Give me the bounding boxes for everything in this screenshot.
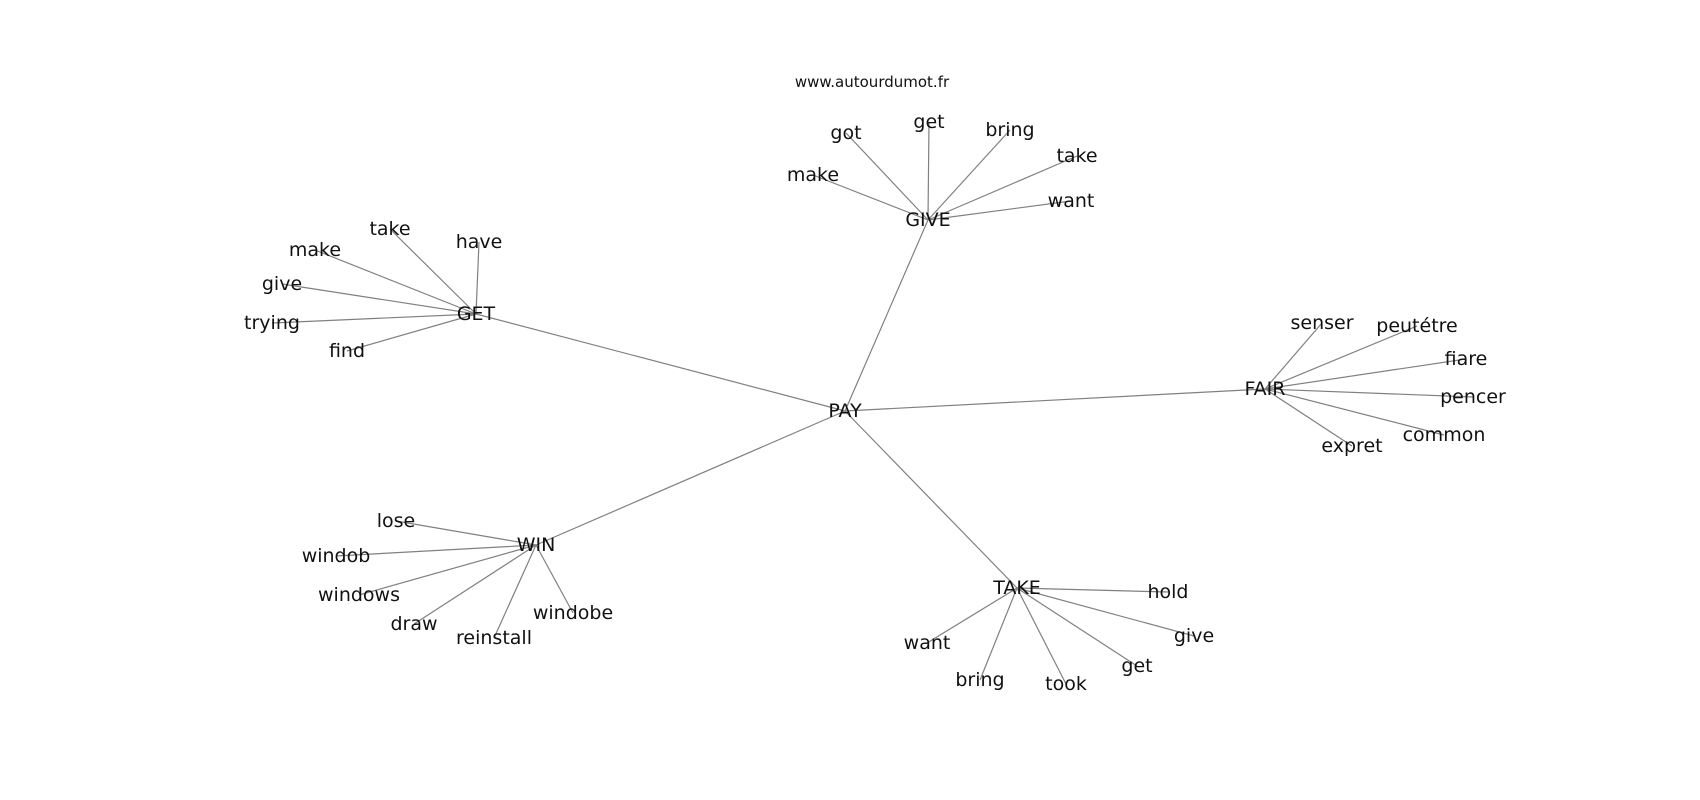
leaf-node-label-win-5: windobe — [533, 602, 613, 624]
leaf-node-label-get-5: find — [329, 340, 365, 362]
edge-win-1 — [335, 544, 537, 557]
leaf-node-label-give-4: take — [1056, 145, 1097, 167]
leaf-node-label-fair-4: common — [1403, 424, 1486, 446]
hub-node-label-win: WIN — [517, 534, 556, 556]
leaf-node-label-give-5: want — [1048, 190, 1095, 212]
leaf-node-label-win-4: reinstall — [456, 627, 532, 649]
edge-get-3 — [281, 283, 477, 315]
leaf-node-label-take-2: get — [1121, 655, 1152, 677]
edge-win-0 — [395, 520, 537, 546]
leaf-node-label-win-2: windows — [318, 584, 400, 606]
leaf-node-label-fair-0: senser — [1290, 312, 1353, 334]
edge-win-3 — [413, 544, 537, 625]
leaf-node-label-get-0: take — [369, 218, 410, 240]
edge-get-1 — [475, 241, 480, 315]
leaf-node-label-give-2: bring — [985, 119, 1034, 141]
edge-take-3 — [926, 587, 1018, 644]
edge-fair-4 — [1264, 388, 1445, 436]
leaf-node-label-fair-1: peutétre — [1376, 315, 1457, 337]
edge-win-5 — [535, 544, 574, 614]
edge-get-0 — [389, 228, 477, 315]
leaf-node-label-get-2: make — [289, 239, 341, 261]
edge-give-3 — [812, 174, 929, 221]
edge-fair-3 — [1264, 388, 1474, 398]
edge-take-0 — [1016, 587, 1169, 593]
edge-take-1 — [1016, 587, 1195, 637]
leaf-node-label-fair-5: expret — [1321, 435, 1382, 457]
edge-get-4 — [271, 313, 477, 324]
edge-center-give — [844, 219, 929, 412]
edge-take-5 — [1016, 587, 1067, 685]
leaf-node-label-give-1: get — [913, 111, 944, 133]
edge-center-fair — [844, 388, 1266, 412]
hub-node-label-take: TAKE — [992, 577, 1041, 599]
leaf-node-label-fair-3: pencer — [1440, 386, 1506, 408]
leaf-node-label-win-3: draw — [390, 613, 437, 635]
leaf-node-label-win-1: windob — [302, 545, 371, 567]
edge-fair-0 — [1264, 322, 1323, 390]
edge-get-2 — [314, 249, 477, 315]
leaf-node-label-take-5: took — [1045, 673, 1087, 695]
edge-get-5 — [346, 313, 477, 352]
edge-give-1 — [927, 121, 930, 221]
edge-center-take — [844, 410, 1018, 589]
leaf-node-label-fair-2: fiare — [1445, 348, 1488, 370]
center-node-label: PAY — [828, 400, 862, 422]
leaf-node-label-get-4: trying — [244, 312, 300, 334]
leaf-node-label-give-0: got — [830, 122, 861, 144]
leaf-node-label-win-0: lose — [377, 510, 416, 532]
edge-give-2 — [927, 129, 1011, 221]
leaf-node-label-take-3: want — [904, 632, 951, 654]
edge-win-2 — [358, 544, 537, 596]
edge-center-get — [475, 313, 846, 412]
edge-give-4 — [927, 155, 1078, 221]
hub-node-label-give: GIVE — [905, 209, 950, 231]
edge-take-2 — [1016, 587, 1138, 667]
leaf-node-label-get-1: have — [456, 231, 503, 253]
hub-node-label-fair: FAIR — [1245, 378, 1286, 400]
labels-layer: www.autourdumot.fr PAY got get bring make ta… — [244, 73, 1506, 695]
leaf-node-label-take-1: give — [1174, 625, 1214, 647]
source-label: www.autourdumot.fr — [795, 73, 950, 91]
leaf-node-label-get-3: give — [262, 273, 302, 295]
edge-give-0 — [845, 132, 929, 221]
leaf-node-label-take-4: bring — [955, 669, 1004, 691]
edge-win-4 — [493, 544, 537, 639]
edge-fair-5 — [1264, 388, 1353, 447]
hub-node-label-get: GET — [457, 303, 496, 325]
edge-fair-1 — [1264, 325, 1418, 390]
leaf-node-label-give-3: make — [787, 164, 839, 186]
edge-fair-2 — [1264, 358, 1467, 390]
edge-give-5 — [927, 200, 1072, 221]
edges-layer — [271, 121, 1474, 685]
leaf-node-label-take-0: hold — [1147, 581, 1188, 603]
edge-take-4 — [979, 587, 1018, 681]
edge-center-win — [535, 410, 846, 546]
